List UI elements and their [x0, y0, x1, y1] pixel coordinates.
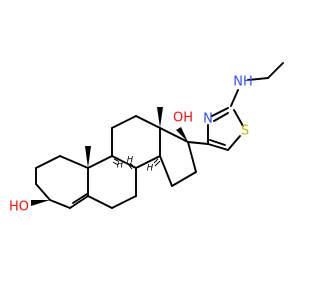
bond-c15-c14	[159, 155, 173, 187]
bond-c8-c9	[111, 155, 137, 169]
wedge-c3-oh	[31, 200, 50, 206]
hash-bond-c8-h	[127, 162, 137, 170]
bond-thz-c5-c4-double	[209, 139, 226, 146]
hash-bond-c9-h	[112, 158, 119, 166]
bond-c14-c8	[135, 155, 161, 169]
bond-c16-c15	[171, 171, 197, 187]
bond-thz-c2-s1	[233, 109, 244, 127]
bond-ch2-ch3	[267, 62, 284, 79]
bond-thz-n3-c2	[211, 107, 229, 117]
molecule-canvas: HO OH N NH S H H H	[8, 62, 284, 215]
atom-s-thiazole: S	[241, 124, 249, 139]
bond-c2-nh	[230, 89, 239, 107]
bond-c4-c5	[69, 195, 89, 209]
stereo-h-9: H	[117, 161, 124, 171]
bond-c3-c4	[49, 199, 71, 209]
bond-c11-c12	[111, 115, 137, 129]
bond-c17-c16	[187, 141, 197, 173]
stereo-h-14: H	[147, 164, 154, 174]
bond-c9-c10	[87, 155, 113, 169]
bond-c5-c6	[87, 195, 113, 209]
hash-bond-c14-h	[153, 158, 161, 167]
structure-diagram: HO OH N NH S H H H	[9, 62, 284, 215]
atom-nh: NH	[233, 75, 253, 90]
bond-c2-c3	[35, 183, 51, 201]
stereo-h-8: H	[127, 156, 134, 166]
wedge-c17-oh	[176, 127, 188, 142]
atom-ho-3: HO	[9, 200, 29, 215]
bond-c1a-c1	[35, 155, 61, 169]
bond-nh-ch2	[247, 77, 269, 81]
bond-thz-n3-c2-double	[213, 112, 229, 122]
bond-c4-c5-double	[72, 193, 88, 204]
bond-c12-c13	[135, 115, 161, 129]
bond-c10-c1	[59, 155, 89, 169]
bond-thz-c5-c4	[207, 143, 229, 151]
wedge-c13-methyl	[157, 107, 163, 128]
wedge-c10-methyl	[85, 146, 91, 168]
atom-oh-17: OH	[173, 111, 193, 126]
bond-c17-thiazole	[187, 141, 209, 145]
bond-thz-s1-c5	[227, 135, 241, 151]
atom-n-thiazole: N	[203, 112, 213, 127]
bond-c6-c7	[111, 195, 137, 209]
bond-c13-c17	[159, 127, 189, 143]
